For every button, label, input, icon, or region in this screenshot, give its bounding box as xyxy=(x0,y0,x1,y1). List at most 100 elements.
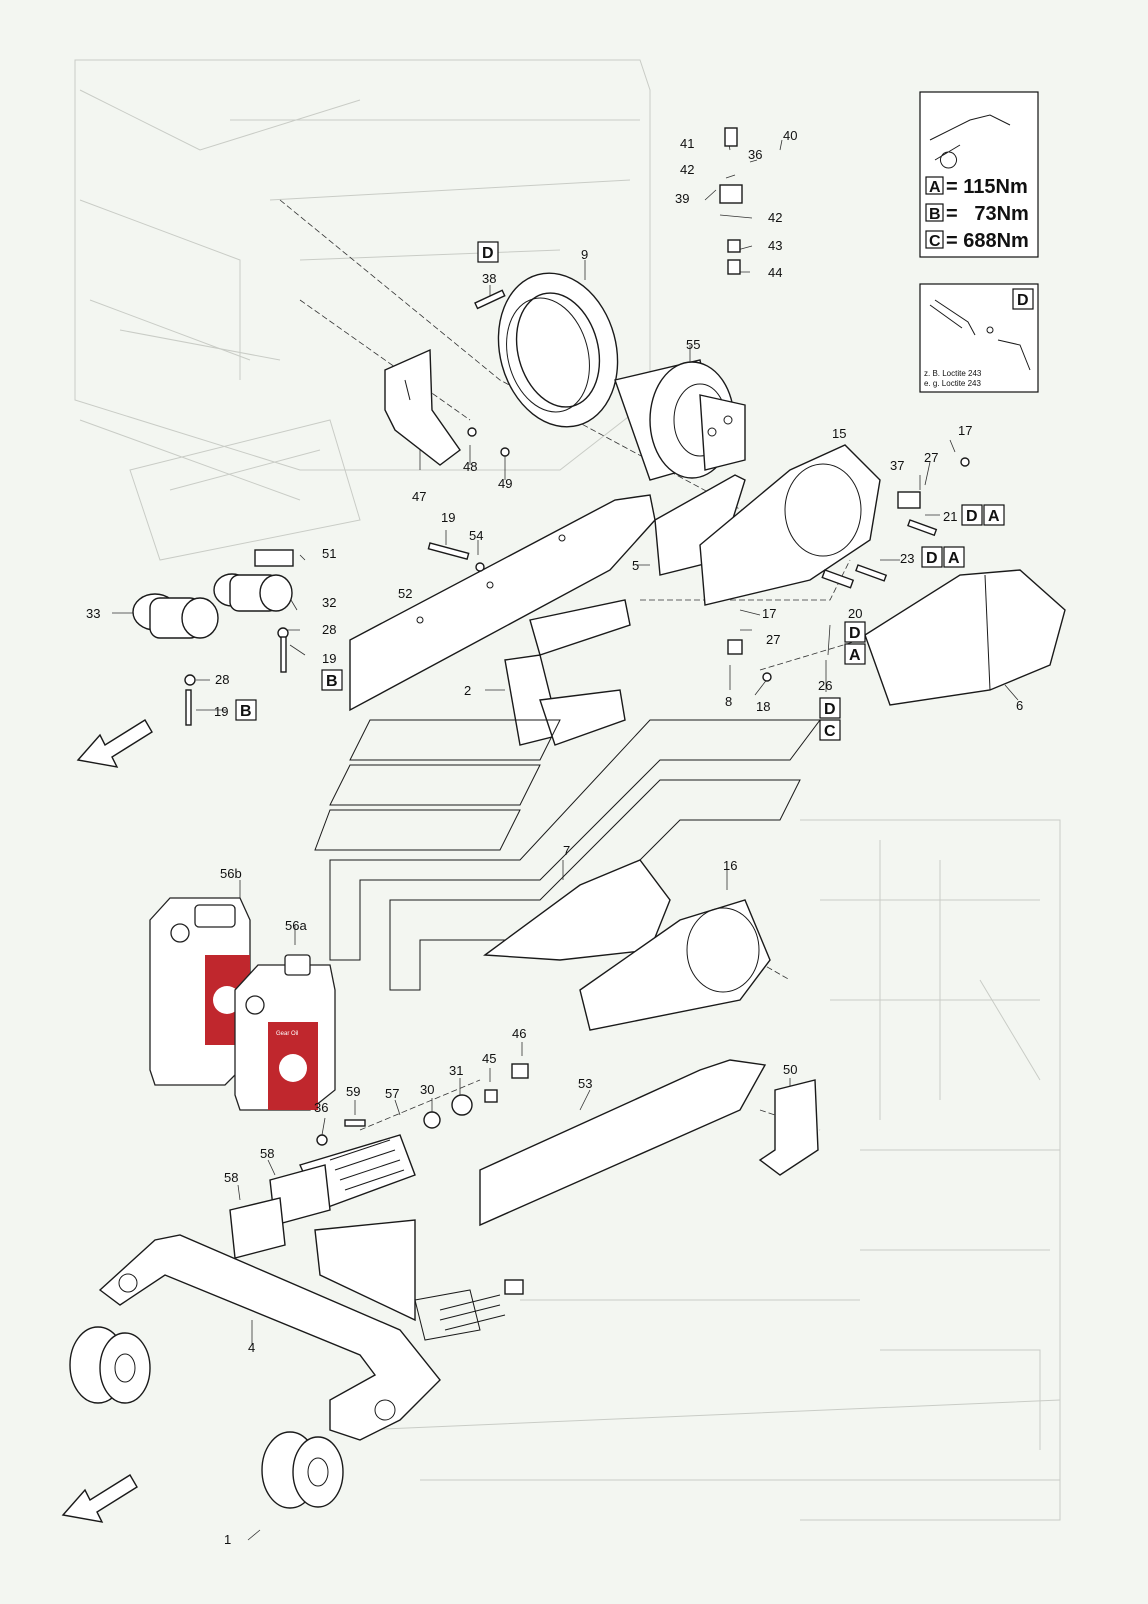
part-label-19b: 19 xyxy=(322,651,336,666)
torque-key-c xyxy=(925,230,944,249)
loctite-line-1: z. B. Loctite 243 xyxy=(924,369,982,378)
torque-legend: A = 115Nm B = 73Nm C = 688Nm xyxy=(919,91,1039,258)
part-label-8: 8 xyxy=(725,694,732,709)
part-label-18: 18 xyxy=(756,699,770,714)
oil-label: Gear Oil xyxy=(276,1031,298,1037)
part-label-26: 26 xyxy=(818,678,832,693)
part-label-41: 41 xyxy=(680,136,694,151)
part-label-43: 43 xyxy=(768,238,782,253)
part-label-28b: 28 xyxy=(215,672,229,687)
part-label-47: 47 xyxy=(412,489,426,504)
part-label-7: 7 xyxy=(563,843,570,858)
background-machine-outline xyxy=(74,59,1061,1521)
part-label-17a: 17 xyxy=(958,423,972,438)
gear-motor xyxy=(614,359,746,481)
part-label-59: 59 xyxy=(346,1084,360,1099)
callout-23-d: D xyxy=(926,550,938,567)
idler-32 xyxy=(213,573,293,612)
track-frame-4 xyxy=(98,1219,506,1441)
part-label-36a: 36 xyxy=(748,147,762,162)
guard-outline xyxy=(314,719,821,991)
sprocket xyxy=(497,272,619,428)
direction-arrow-top xyxy=(76,719,153,768)
track-roller-1 xyxy=(261,1431,344,1509)
part-label-16: 16 xyxy=(723,858,737,873)
part-label-27b: 27 xyxy=(766,632,780,647)
part-label-52: 52 xyxy=(398,586,412,601)
torque-key-b-label: B xyxy=(929,206,941,223)
callout-20-d: D xyxy=(849,625,861,642)
part-label-19a: 19 xyxy=(441,510,455,525)
part-label-23: 23 xyxy=(900,551,914,566)
loctite-key-box xyxy=(1012,288,1034,310)
callout-19-b-upper: B xyxy=(326,673,338,690)
part-label-58b: 58 xyxy=(260,1146,274,1161)
part-label-53: 53 xyxy=(578,1076,592,1091)
part-labels: 41 42 39 36 40 42 43 44 38 9 55 47 48 49… xyxy=(86,128,1023,1547)
part-label-5: 5 xyxy=(632,558,639,573)
part-label-45: 45 xyxy=(482,1051,496,1066)
part-label-9: 9 xyxy=(581,247,588,262)
callout-23-a: A xyxy=(948,550,960,567)
callout-20-a: A xyxy=(849,647,861,664)
side-plate-52 xyxy=(349,494,656,712)
torque-key-b xyxy=(925,203,944,222)
callout-boxes: D D A D A D A D C B B xyxy=(235,241,1005,741)
part-label-39: 39 xyxy=(675,191,689,206)
part-label-31: 31 xyxy=(449,1063,463,1078)
part-label-55: 55 xyxy=(686,337,700,352)
part-label-17b: 17 xyxy=(762,606,776,621)
part-label-56a: 56a xyxy=(285,918,307,933)
oil-can-56b xyxy=(149,897,251,1086)
bracket-47 xyxy=(384,348,461,466)
part-label-37: 37 xyxy=(890,458,904,473)
part-label-38: 38 xyxy=(482,271,496,286)
part-label-40: 40 xyxy=(783,128,797,143)
callout-19-b-lower: B xyxy=(240,703,252,720)
part-label-32: 32 xyxy=(322,595,336,610)
part-label-42a: 42 xyxy=(680,162,694,177)
part-label-27a: 27 xyxy=(924,450,938,465)
flange-15 xyxy=(699,444,881,606)
part-label-51: 51 xyxy=(322,546,336,561)
part-label-4: 4 xyxy=(248,1340,255,1355)
loctite-line-2: e. g. Loctite 243 xyxy=(924,379,981,388)
part-label-48: 48 xyxy=(463,459,477,474)
cover-7 xyxy=(483,859,671,961)
part-label-57: 57 xyxy=(385,1086,399,1101)
part-label-6: 6 xyxy=(1016,698,1023,713)
loctite-legend: D z. B. Loctite 243 e. g. Loctite 243 xyxy=(919,283,1039,393)
torque-value-b: = 73Nm xyxy=(946,203,1029,225)
part-label-44: 44 xyxy=(768,265,782,280)
torque-key-c-label: C xyxy=(929,233,941,250)
part-label-49: 49 xyxy=(498,476,512,491)
callout-26-d: D xyxy=(824,701,836,718)
part-label-33: 33 xyxy=(86,606,100,621)
part-label-54: 54 xyxy=(469,528,483,543)
callout-38: D xyxy=(482,245,494,262)
clamp-51 xyxy=(254,549,294,567)
track-roller xyxy=(69,1326,151,1404)
part-label-46: 46 xyxy=(512,1026,526,1041)
callout-21-d: D xyxy=(966,508,978,525)
part-label-21: 21 xyxy=(943,509,957,524)
callout-26-c: C xyxy=(824,723,836,740)
plate-53 xyxy=(479,1059,767,1227)
part-label-56b: 56b xyxy=(220,866,242,881)
part-label-19c: 19 xyxy=(214,704,228,719)
part-label-42b: 42 xyxy=(768,210,782,225)
part-label-2: 2 xyxy=(464,683,471,698)
bracket-50 xyxy=(758,1079,819,1176)
idler-33 xyxy=(132,593,219,639)
part-label-50: 50 xyxy=(783,1062,797,1077)
part-label-28a: 28 xyxy=(322,622,336,637)
torque-key-a xyxy=(925,176,944,195)
drag-chain-2 xyxy=(504,599,631,746)
loctite-key: D xyxy=(1017,292,1029,309)
callout-21-a: A xyxy=(988,508,1000,525)
flange-16 xyxy=(579,899,771,1031)
part-label-20: 20 xyxy=(848,606,862,621)
leader-lines xyxy=(112,139,1019,1541)
torque-value-c: = 688Nm xyxy=(946,230,1029,252)
